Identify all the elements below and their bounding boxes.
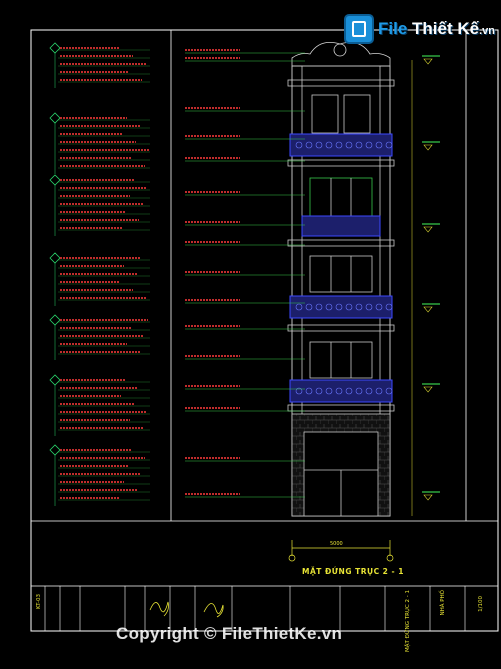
railing-ornament <box>375 303 383 311</box>
railing-ornament <box>355 387 363 395</box>
elevation-marker-icon <box>423 144 433 151</box>
railing-ornament <box>315 141 323 149</box>
cornice-2 <box>287 159 395 167</box>
window-f4-left <box>311 94 339 134</box>
window-f2 <box>309 255 373 293</box>
watermark-logo: File Thiết Kế.vn <box>344 14 495 44</box>
railing-ornament <box>315 387 323 395</box>
railing-ornament <box>385 303 393 311</box>
note-diamond-icon <box>49 374 61 386</box>
notes-panel <box>49 42 150 506</box>
note-diamond-icon <box>49 112 61 124</box>
railing-ornament <box>345 387 353 395</box>
drawing-title: MẶT ĐỨNG TRỤC 2 - 1 <box>302 567 404 576</box>
railing-f3 <box>301 215 381 237</box>
elevation-marker-icon <box>423 226 433 233</box>
railing-ornament <box>345 303 353 311</box>
title-block-drawing-name: MẶT ĐỨNG TRỤC 2 - 1 <box>405 590 411 652</box>
crown-medallion <box>333 43 347 57</box>
watermark-copyright: Copyright © FileThietKe.vn <box>116 624 343 643</box>
logo-word-1: File <box>378 19 408 38</box>
railing-ornament <box>295 387 303 395</box>
dimension-line <box>288 540 394 562</box>
railing-ornament <box>335 141 343 149</box>
railing-ornament <box>365 387 373 395</box>
railing-ornament <box>385 141 393 149</box>
window-f4-right <box>343 94 371 134</box>
railing-ornament <box>315 303 323 311</box>
cornice-3 <box>287 239 395 247</box>
railing-f4 <box>289 133 393 157</box>
logo-word-2: Thiết Kế <box>412 19 480 38</box>
railing-ornament <box>355 303 363 311</box>
annotation-leaders <box>185 49 305 498</box>
railing-ornament <box>365 141 373 149</box>
window-f3 <box>309 177 373 217</box>
railing-ornament <box>365 303 373 311</box>
railing-ornament <box>335 303 343 311</box>
railing-ornament <box>335 387 343 395</box>
railing-f1 <box>289 379 393 403</box>
railing-ornament <box>385 387 393 395</box>
note-diamond-icon <box>49 252 61 264</box>
railing-ornament <box>345 141 353 149</box>
railing-ornament <box>295 303 303 311</box>
railing-ornament <box>375 387 383 395</box>
note-diamond-icon <box>49 314 61 326</box>
railing-ornament <box>305 387 313 395</box>
scale: 1/100 <box>478 596 484 612</box>
railing-ornament <box>355 141 363 149</box>
signature-1 <box>149 601 169 617</box>
drawing-frame <box>30 29 499 632</box>
railing-ornament <box>325 141 333 149</box>
elevation-marker-icon <box>423 386 433 393</box>
railing-ornament <box>325 387 333 395</box>
railings <box>289 133 393 403</box>
elevation-marker-icon <box>423 306 433 313</box>
logo-domain: .vn <box>479 25 495 37</box>
logo-badge-icon <box>344 14 374 44</box>
railing-ornament <box>325 303 333 311</box>
elevation-marker-icon <box>423 494 433 501</box>
railing-ornament <box>375 141 383 149</box>
crown-ornament <box>291 41 391 67</box>
railing-f2 <box>289 295 393 319</box>
overall-dimension: 5000 <box>330 541 343 547</box>
cornice-4 <box>287 324 395 332</box>
signature-2 <box>203 603 224 618</box>
title-block <box>44 586 466 631</box>
railing-ornament <box>305 141 313 149</box>
railing-pattern <box>295 141 393 395</box>
window-f1 <box>309 341 373 379</box>
railing-ornament <box>305 303 313 311</box>
note-diamond-icon <box>49 174 61 186</box>
railing-ornament <box>295 141 303 149</box>
elevation-marker-icon <box>423 58 433 65</box>
cornice-1 <box>287 79 395 87</box>
sheet-code: KT-03 <box>36 594 42 610</box>
cornice-5 <box>287 404 395 412</box>
elevation-levels <box>411 55 440 516</box>
facade-elevation <box>287 41 395 517</box>
logo-text: File Thiết Kế.vn <box>378 19 495 39</box>
project-name: NHÀ PHỐ <box>440 590 446 616</box>
note-diamond-icon <box>49 42 61 54</box>
note-diamond-icon <box>49 444 61 456</box>
